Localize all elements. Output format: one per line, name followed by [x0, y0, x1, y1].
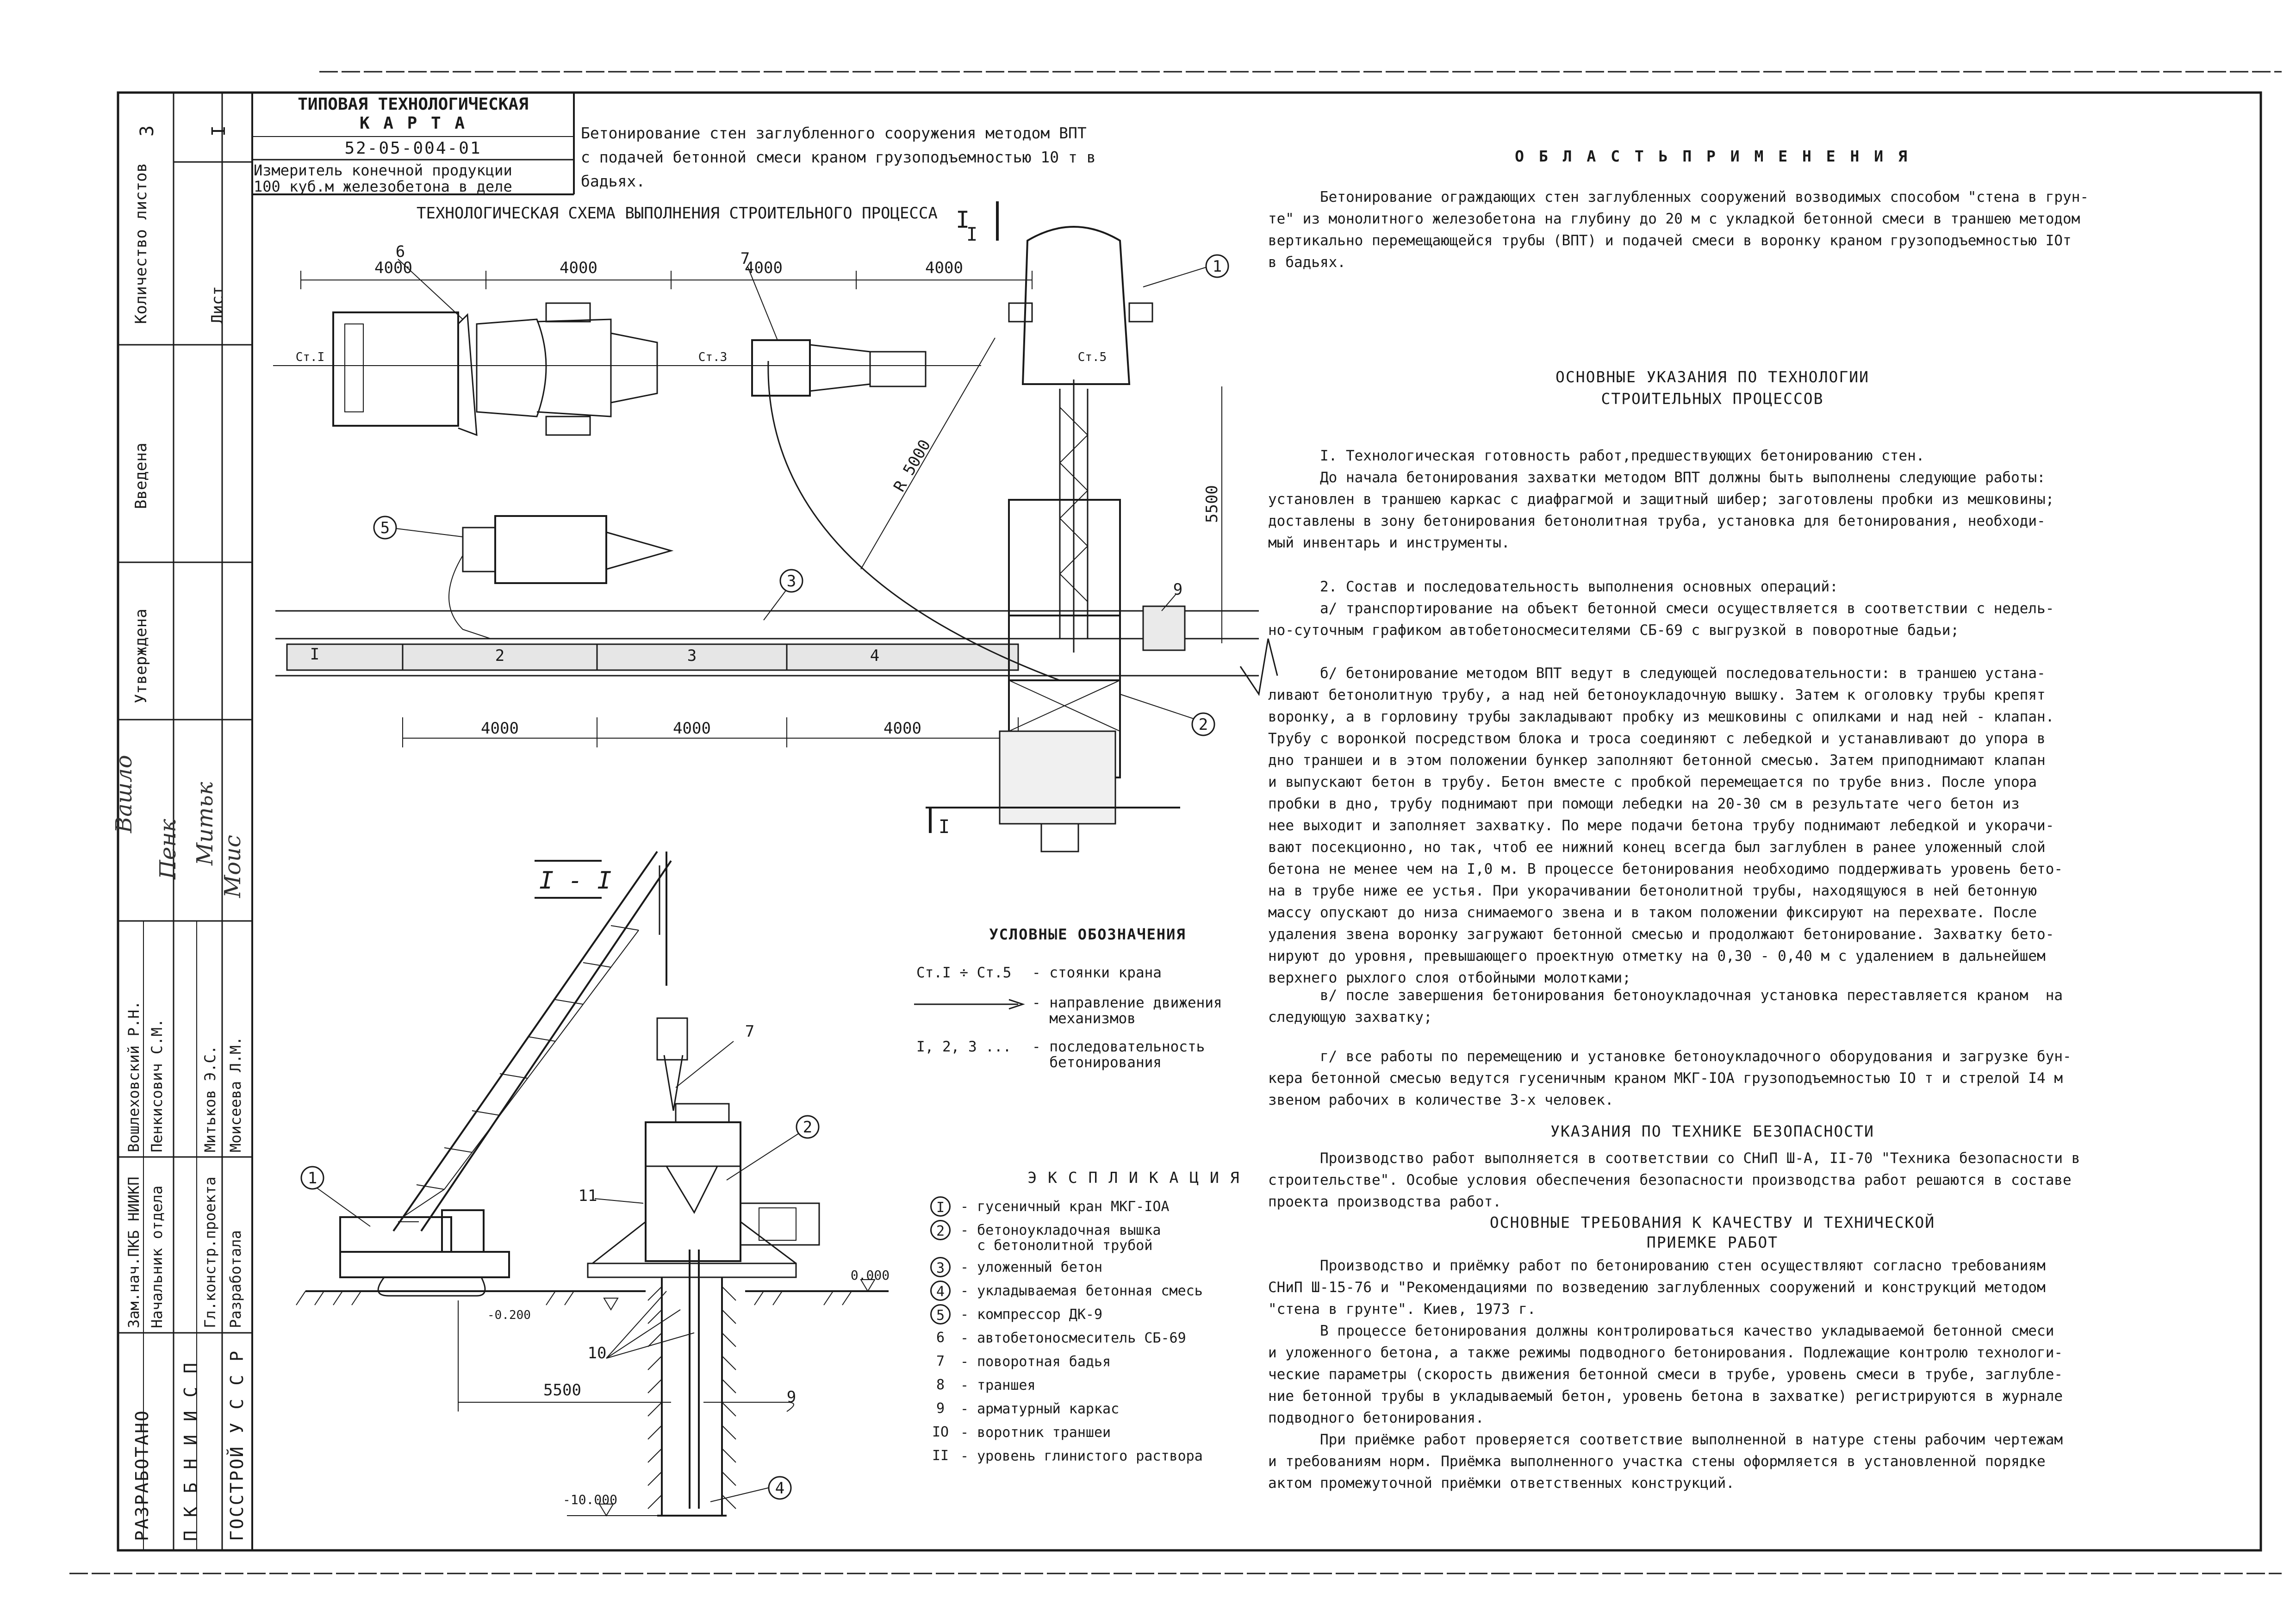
explication-text: - компрессор ДК-9: [960, 1306, 1103, 1323]
dim-top: 4000: [925, 259, 963, 277]
callout-section-1: 1: [308, 1169, 317, 1188]
dim-top: 4000: [560, 259, 597, 277]
meter-line: 100 куб.м железобетона в деле: [254, 178, 512, 195]
card-title: ТИПОВАЯ ТЕХНОЛОГИЧЕСКАЯ К А Р Т А: [252, 95, 574, 133]
zone-label: I: [310, 645, 319, 664]
explication-number: 6: [936, 1330, 945, 1346]
explication-number-circled: 2: [930, 1220, 951, 1240]
legend-key: I, 2, 3 ...: [916, 1038, 1012, 1055]
callout-section-2: 2: [803, 1118, 812, 1137]
explication-number: 8: [936, 1377, 945, 1393]
card-description-line: с подачей бетонной смеси краном грузопод…: [581, 148, 1096, 166]
explication-number: II: [932, 1448, 949, 1464]
direction-arrow-icon: [914, 999, 1025, 1010]
card-description-line: Бетонирование стен заглубленного сооруже…: [581, 124, 1087, 142]
elevation-bottom: -10.000: [563, 1492, 617, 1507]
callout-section-10: 10: [588, 1344, 607, 1362]
radius-label: R 5000: [890, 436, 934, 495]
legend-key: Ст.I ÷ Ст.5: [916, 964, 1012, 981]
paragraph-2: 2. Состав и последовательность выполнени…: [1268, 578, 2054, 639]
station-label: Ст.5: [1078, 350, 1107, 364]
explication-text: - поворотная бадья: [960, 1354, 1111, 1370]
callout-5: 5: [380, 519, 390, 537]
heading-quality: ПРИЕМКЕ РАБОТ: [1646, 1233, 1779, 1251]
explication-number: IO: [932, 1424, 949, 1440]
dim-bottom: 4000: [481, 719, 519, 738]
plan-title: ТЕХНОЛОГИЧЕСКАЯ СХЕМА ВЫПОЛНЕНИЯ СТРОИТЕ…: [417, 204, 938, 223]
callout-section-4: 4: [775, 1479, 784, 1498]
heading-basic: ОСНОВНЫЕ УКАЗАНИЯ ПО ТЕХНОЛОГИИ: [1556, 368, 1869, 386]
legend-text: - последовательность бетонирования: [1032, 1038, 1205, 1071]
zone-label: 3: [687, 647, 697, 665]
quality-text: Производство и приёмку работ по бетониро…: [1268, 1257, 2063, 1492]
callout-3: 3: [787, 572, 796, 591]
dim-5500-plan: 5500: [1203, 485, 1221, 523]
section-title: I - I: [539, 867, 612, 895]
elevation-top: 0.000: [851, 1268, 890, 1283]
explication-number-circled: 3: [930, 1257, 951, 1277]
explication-number: 9: [936, 1400, 945, 1417]
explication-title: Э К С П Л И К А Ц И Я: [1027, 1169, 1240, 1187]
dim-top: 4000: [745, 259, 783, 277]
card-description-line: бадьях.: [581, 172, 646, 190]
explication-text: - воротник траншеи: [960, 1424, 1111, 1441]
callout-6: 6: [396, 243, 405, 261]
explication-text: - бетоноукладочная вышка с бетонолитной …: [960, 1222, 1161, 1254]
explication-text: - арматурный каркас: [960, 1401, 1120, 1417]
card-title-line: К А Р Т А: [359, 114, 467, 133]
legend-title: УСЛОВНЫЕ ОБОЗНАЧЕНИЯ: [989, 926, 1186, 943]
explication-text: - уровень глинистого раствора: [960, 1448, 1203, 1464]
safety-text: Производство работ выполняется в соответ…: [1268, 1150, 2080, 1210]
heading-scope: О Б Л А С Т Ь П Р И М Е Н Е Н И Я: [1515, 147, 1910, 165]
section-cut-mark: I: [939, 816, 950, 838]
paragraph-1: I. Технологическая готовность работ,пред…: [1268, 448, 2054, 551]
callout-section-7: 7: [745, 1022, 754, 1041]
card-description: Бетонирование стен заглубленного сооруже…: [581, 121, 1159, 193]
heading-basic: СТРОИТЕЛЬНЫХ ПРОЦЕССОВ: [1601, 390, 1824, 408]
dim-bottom: 4000: [673, 719, 711, 738]
zone-label: 2: [495, 647, 504, 665]
legend-text: - направление движения механизмов: [1032, 995, 1222, 1027]
explication-text: - гусеничный кран МКГ-IOА: [960, 1199, 1170, 1215]
elevation-trench: -0.200: [487, 1308, 531, 1322]
scope-text: Бетонирование ограждающих стен заглублен…: [1268, 189, 2089, 271]
explication-text: - укладываемая бетонная смесь: [960, 1283, 1203, 1299]
callout-1: 1: [1213, 257, 1222, 276]
explication-number-circled: 4: [930, 1281, 951, 1301]
explication-number-circled: I: [930, 1196, 951, 1217]
paragraph-4: в/ после завершения бетонирования бетоно…: [1268, 987, 2063, 1026]
paragraph-5: г/ все работы по перемещению и установке…: [1268, 1048, 2072, 1108]
callout-2: 2: [1199, 715, 1208, 734]
dim-5500-section: 5500: [543, 1381, 581, 1399]
meter-line: Измеритель конечной продукции: [254, 162, 512, 179]
section-cut-mark: I: [966, 224, 977, 245]
callout-section-11: 11: [579, 1187, 597, 1205]
heading-quality: ОСНОВНЫЕ ТРЕБОВАНИЯ К КАЧЕСТВУ И ТЕХНИЧЕ…: [1489, 1213, 1935, 1231]
explication-text: - траншея: [960, 1377, 1036, 1393]
station-label: Ст.I: [296, 350, 325, 364]
zone-label: 4: [870, 647, 879, 665]
callout-7: 7: [740, 249, 750, 268]
heading-safety: УКАЗАНИЯ ПО ТЕХНИКЕ БЕЗОПАСНОСТИ: [1550, 1122, 1874, 1140]
legend-text: - стоянки крана: [1032, 964, 1162, 981]
card-title-line: ТИПОВАЯ ТЕХНОЛОГИЧЕСКАЯ: [298, 95, 529, 114]
explication-text: - автобетоносмеситель СБ-69: [960, 1330, 1186, 1346]
station-label: Ст.3: [698, 350, 728, 364]
dim-top: 4000: [374, 259, 412, 277]
explication-text: - уложенный бетон: [960, 1259, 1103, 1275]
paragraph-3: б/ бетонирование методом ВПТ ведут в сле…: [1268, 665, 2063, 986]
plan-mark: I: [956, 206, 970, 233]
card-code: 52-05-004-01: [344, 139, 482, 158]
explication-number-circled: 5: [930, 1304, 951, 1325]
dim-bottom: 4000: [884, 719, 921, 738]
explication-number: 7: [936, 1353, 945, 1369]
callout-9: 9: [1173, 580, 1182, 599]
callout-section-9: 9: [787, 1388, 796, 1406]
